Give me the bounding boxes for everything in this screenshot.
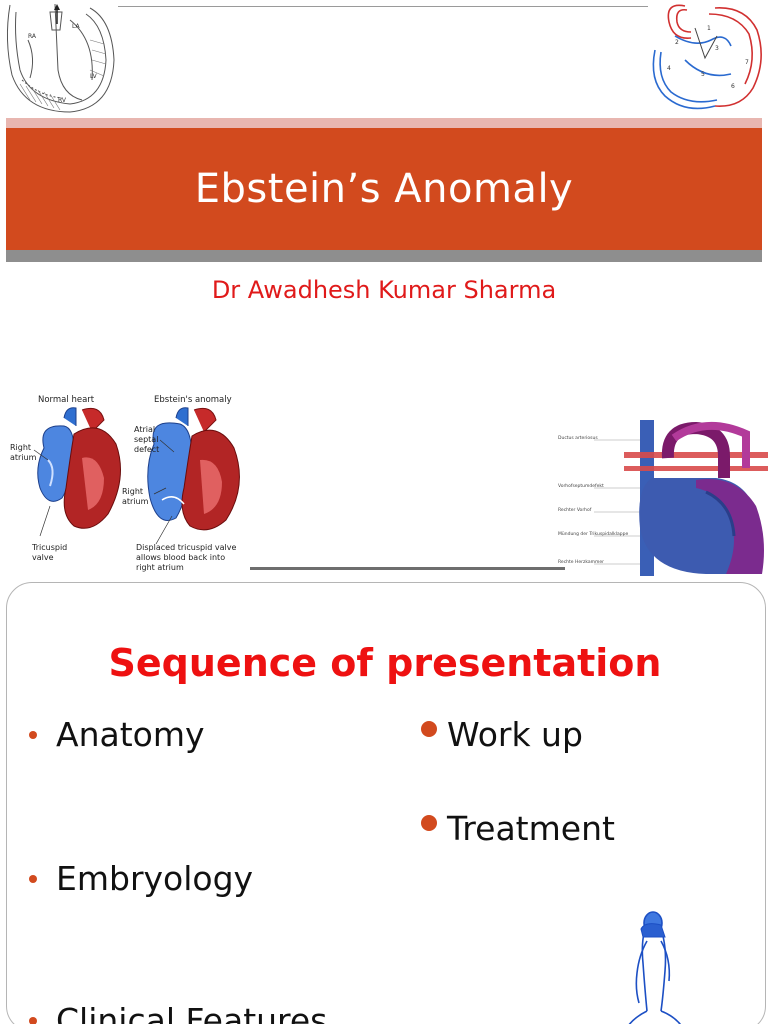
label-asd-1: Atrial bbox=[134, 425, 155, 434]
circ-label-ductus: Ductus arteriosus bbox=[558, 435, 598, 441]
heart-sketch-left: RA LA LV RV bbox=[6, 3, 115, 113]
agenda-item-anatomy: Anatomy bbox=[29, 715, 205, 754]
label-lv: LV bbox=[90, 73, 98, 80]
circ-num-4: 4 bbox=[667, 65, 671, 72]
agenda-item-label: Work up bbox=[447, 715, 583, 754]
bullet-dot-icon bbox=[421, 814, 437, 831]
agenda-item-clinical: Clinical Features bbox=[29, 1001, 327, 1024]
circ-num-2: 2 bbox=[675, 39, 679, 46]
agenda-item-label: Clinical Features bbox=[56, 1001, 328, 1024]
agenda-item-label: Anatomy bbox=[56, 715, 205, 754]
label-la: LA bbox=[72, 23, 80, 30]
label-right-atrium-1: Right bbox=[10, 443, 31, 452]
agenda-slide: Sequence of presentation Anatomy Embryol… bbox=[6, 582, 766, 1024]
label-rv: RV bbox=[58, 97, 67, 104]
heart-sketch-right: 2 1 3 4 5 6 7 bbox=[652, 4, 762, 110]
grey-band bbox=[6, 250, 762, 262]
agenda-item-treatment: Treatment bbox=[421, 809, 615, 848]
label-ra: RA bbox=[28, 33, 37, 40]
label-displaced-3: right atrium bbox=[136, 563, 184, 572]
ebstein-title: Ebstein's anomaly bbox=[154, 395, 232, 405]
label-right-atrium-2: atrium bbox=[10, 453, 37, 462]
bottom-divider bbox=[250, 567, 565, 570]
seated-person-figure bbox=[628, 911, 682, 1024]
circ-label-ra: Rechter Vorhof bbox=[558, 507, 592, 513]
title-slide: RA LA LV RV 2 1 3 4 5 6 7 Ebstein’s Ano bbox=[6, 3, 768, 576]
circulation-figure: Ductus arteriosus Vorhofseptumdefekt Rec… bbox=[558, 420, 768, 576]
circ-num-7: 7 bbox=[745, 59, 749, 66]
bullet-dot-icon bbox=[421, 720, 437, 737]
author-name: Dr Awadhesh Kumar Sharma bbox=[211, 276, 557, 304]
label-displaced-2: allows blood back into bbox=[136, 553, 225, 562]
agenda-title: Sequence of presentation bbox=[108, 641, 662, 685]
agenda-item-label: Treatment bbox=[447, 809, 615, 848]
label-eb-right-atrium-2: atrium bbox=[122, 497, 149, 506]
bullet-dot-icon bbox=[29, 730, 37, 739]
circ-label-tv: Mündung der Trikuspidalklappe bbox=[558, 531, 628, 537]
label-displaced-1: Displaced tricuspid valve bbox=[136, 543, 236, 552]
agenda-item-workup: Work up bbox=[421, 715, 583, 754]
label-asd-3: defect bbox=[134, 445, 159, 454]
circ-num-5: 5 bbox=[701, 71, 705, 78]
agenda-item-label: Embryology bbox=[56, 859, 254, 898]
bullet-dot-icon bbox=[29, 1016, 37, 1024]
label-eb-right-atrium-1: Right bbox=[122, 487, 143, 496]
slide-title: Ebstein’s Anomaly bbox=[194, 166, 574, 212]
label-tricuspid-2: valve bbox=[32, 553, 54, 562]
label-tricuspid-1: Tricuspid bbox=[31, 543, 67, 552]
top-divider bbox=[118, 6, 648, 7]
circ-label-rv: Rechte Herzkammer bbox=[558, 559, 604, 565]
pink-band bbox=[6, 118, 762, 128]
bullet-dot-icon bbox=[29, 874, 37, 883]
title-band: Ebstein’s Anomaly bbox=[6, 128, 762, 250]
heart-comparison-figure: Normal heart Ebstein's anomaly bbox=[10, 395, 240, 572]
normal-heart-drawing bbox=[37, 407, 121, 529]
label-asd-2: septal bbox=[134, 435, 158, 444]
circ-num-1: 1 bbox=[707, 25, 711, 32]
agenda-item-embryology: Embryology bbox=[29, 859, 253, 898]
normal-heart-title: Normal heart bbox=[38, 395, 95, 405]
ebstein-heart-drawing bbox=[147, 407, 240, 531]
circ-label-vsd: Vorhofseptumdefekt bbox=[558, 483, 604, 489]
circ-num-6: 6 bbox=[731, 83, 735, 90]
circ-num-3: 3 bbox=[715, 45, 719, 52]
